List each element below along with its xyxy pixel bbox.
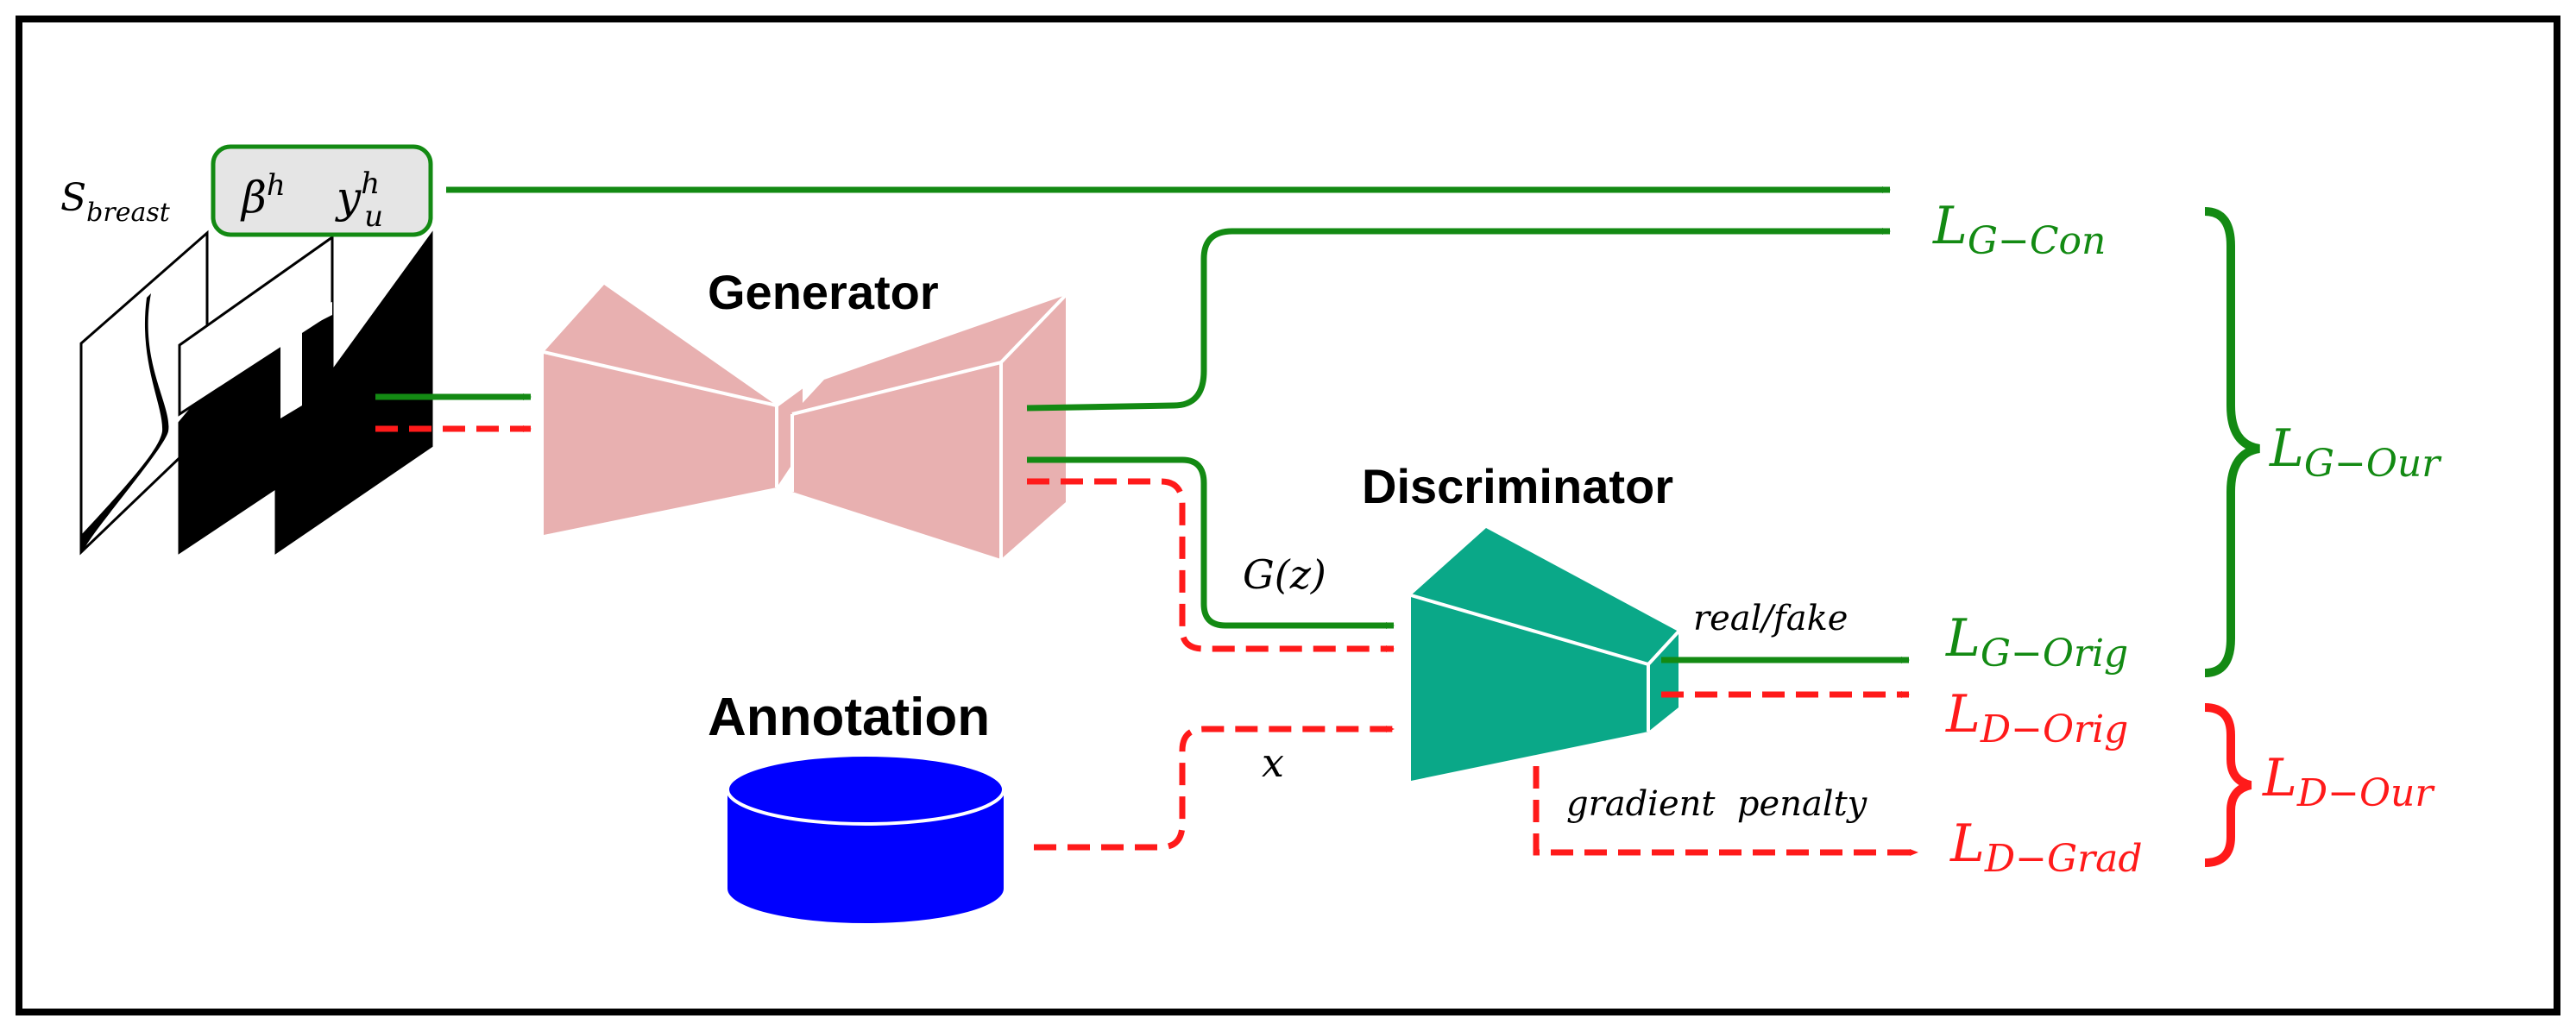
generator-to-lgcon-arrow bbox=[1026, 228, 1891, 412]
generator-to-discriminator-arrow-green bbox=[1027, 456, 1395, 629]
loss-g-orig-label: LG−Orig bbox=[1945, 608, 2128, 676]
x-label: x bbox=[1262, 739, 1284, 786]
discriminator-label: Discriminator bbox=[1362, 459, 1673, 513]
g-of-z-label: G(z) bbox=[1243, 551, 1326, 598]
generator-label: Generator bbox=[708, 265, 939, 319]
gradient-penalty-arrow bbox=[1533, 766, 1918, 856]
green-arrows bbox=[375, 186, 1910, 663]
annotation-to-discriminator-arrow bbox=[1034, 726, 1395, 851]
loss-d-orig-label: LD−Orig bbox=[1945, 684, 2128, 751]
loss-d-our-label: LD−Our bbox=[2262, 748, 2435, 815]
outer-frame bbox=[16, 16, 2560, 1015]
param-box bbox=[211, 144, 433, 237]
generator-to-discriminator-arrow-red bbox=[1027, 478, 1395, 652]
real-fake-label: real/fake bbox=[1693, 599, 1848, 638]
loss-g-our-label: LG−Our bbox=[2269, 418, 2442, 486]
annotation-label: Annotation bbox=[708, 688, 990, 747]
annotation-database bbox=[726, 753, 1005, 923]
generator-block bbox=[543, 285, 1068, 559]
gradient-penalty-label: gradient penalty bbox=[1566, 784, 1868, 824]
input-mri-stack bbox=[79, 229, 433, 556]
loss-d-grad-label: LD−Grad bbox=[1949, 814, 2143, 881]
red-brace bbox=[2204, 703, 2252, 867]
s-breast-label: Sbreast bbox=[60, 176, 171, 228]
red-arrows bbox=[375, 425, 1918, 856]
discriminator-block bbox=[1410, 528, 1680, 781]
loss-g-con-label: LG−Con bbox=[1932, 196, 2106, 263]
green-brace bbox=[2204, 207, 2261, 677]
beta-h-label: βh bbox=[240, 168, 286, 223]
